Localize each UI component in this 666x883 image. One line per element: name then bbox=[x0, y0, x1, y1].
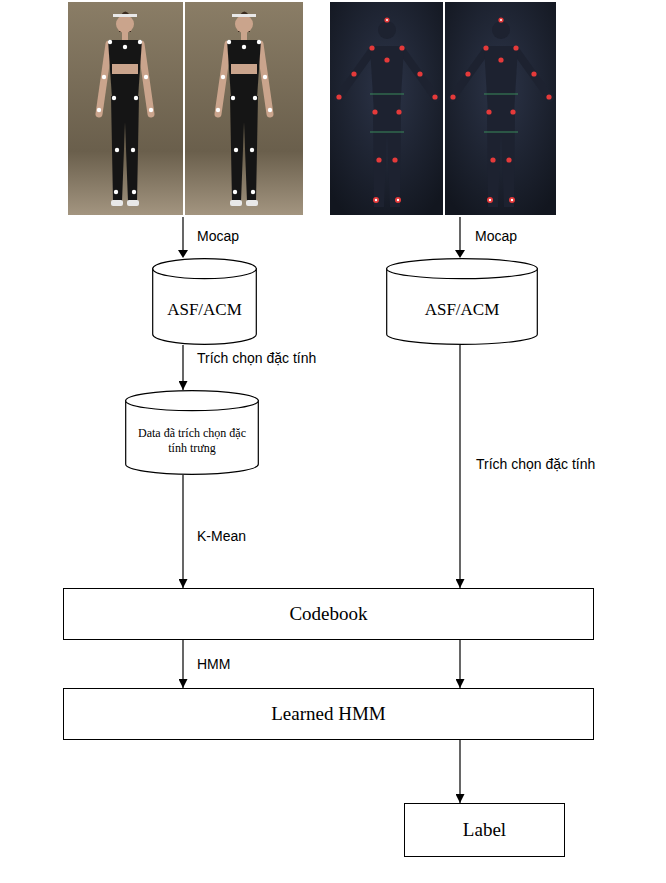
storage-cylinder: Data đã trích chọn đặc tính trưng bbox=[125, 390, 259, 475]
cylinder-top bbox=[153, 259, 257, 279]
flow-arrow bbox=[182, 345, 183, 390]
flow-arrow bbox=[459, 640, 460, 688]
flow-arrow bbox=[459, 345, 460, 588]
store-label: ASF/ACM bbox=[167, 299, 242, 320]
store-label: Data đã trích chọn đặc tính trưng bbox=[132, 426, 252, 456]
edge-label: Trích chọn đặc tính bbox=[197, 350, 316, 367]
storage-cylinder: ASF/ACM bbox=[386, 258, 538, 345]
cylinder-top bbox=[387, 259, 538, 279]
box-label: Codebook bbox=[289, 602, 367, 626]
box-label: Label bbox=[463, 818, 506, 842]
cylinder-body bbox=[153, 268, 257, 344]
storage-cylinder: ASF/ACM bbox=[152, 258, 257, 345]
node-text-group: Codebook bbox=[289, 602, 367, 626]
step-label: Mocap bbox=[475, 228, 517, 245]
cylinder-body bbox=[387, 268, 538, 344]
edge-label: HMM bbox=[197, 656, 230, 673]
edge-label: K-Mean bbox=[197, 528, 246, 545]
flow-arrow bbox=[182, 475, 183, 588]
cylinder-top bbox=[126, 391, 259, 411]
edge-label: Trích chọn đặc tính bbox=[476, 456, 595, 473]
node-text-group: ASF/ACM bbox=[167, 299, 242, 320]
flow-arrow bbox=[459, 740, 460, 803]
box-label: Learned HMM bbox=[271, 702, 386, 726]
store-label: ASF/ACM bbox=[425, 299, 500, 320]
step-label: Mocap bbox=[197, 228, 239, 245]
node-text-group: Label bbox=[463, 818, 506, 842]
process-box: Label bbox=[404, 803, 565, 857]
node-text-group: ASF/ACM bbox=[425, 299, 500, 320]
flow-arrow bbox=[182, 640, 183, 688]
node-text-group: Data đã trích chọn đặc tính trưng bbox=[132, 426, 252, 456]
process-box: Codebook bbox=[63, 588, 594, 640]
node-text-group: Learned HMM bbox=[271, 702, 386, 726]
process-box: Learned HMM bbox=[63, 688, 594, 740]
